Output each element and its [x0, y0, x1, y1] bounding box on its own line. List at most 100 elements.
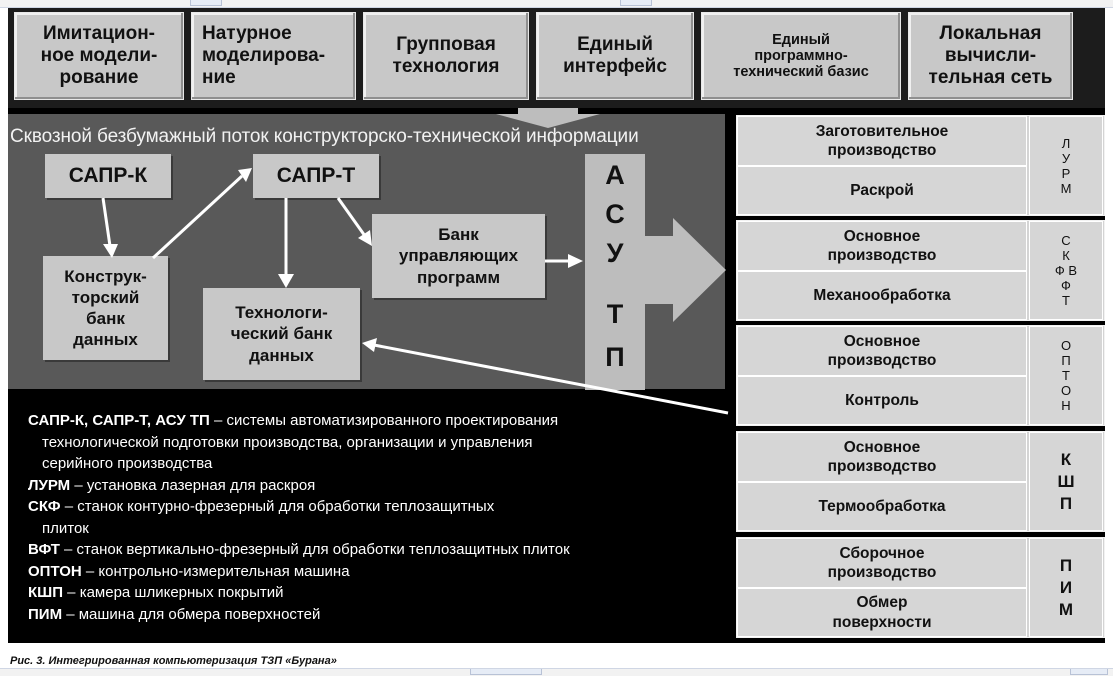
legend-row: ВФТ – станок вертикально-фрезерный для о…	[28, 539, 728, 561]
legend-term: ЛУРМ	[28, 476, 71, 494]
label-letter: Т	[1062, 293, 1070, 308]
production-group-heat-treatment: Основное производство Термообработка К Ш…	[736, 431, 1105, 532]
arrow-head	[358, 230, 372, 246]
arrow-design-bank-to-sapr-t	[151, 174, 244, 260]
toolbar-button[interactable]	[190, 0, 222, 6]
arrow-head	[362, 338, 377, 352]
production-stage: Основное производство	[737, 221, 1027, 271]
legend-desc: – контрольно-измерительная машина	[81, 562, 350, 580]
label-letter: У	[1061, 150, 1071, 166]
arrow-control-feedback-to-tech-bank	[373, 343, 729, 415]
equipment-label-pim: П И М	[1029, 538, 1103, 637]
label-letter: Ф	[1061, 278, 1071, 293]
legend-row: ПИМ – машина для обмера поверхностей	[28, 604, 728, 626]
control-programs-bank-box: Банк управляющих программ	[372, 214, 545, 298]
label-letter: П	[1059, 493, 1073, 513]
figure-caption: Рис. 3. Интегрированная компьютеризация …	[10, 655, 337, 667]
asu-letter: Т	[606, 299, 624, 329]
asu-letter: П	[605, 342, 625, 372]
diagram-panel: Имитацион- ное модели- рование Натурное …	[8, 8, 1105, 643]
legend-desc: серийного производства	[42, 455, 213, 472]
asu-letter: С	[605, 199, 625, 229]
production-stage: Сборочное производство	[737, 538, 1027, 588]
legend-desc: – камера шликерных покрытий	[63, 584, 284, 601]
sapr-k-box: САПР-К	[45, 154, 171, 198]
arrow-head	[568, 254, 583, 268]
arrow-sapr-t-to-program-bank	[336, 197, 367, 237]
arrow-head	[238, 168, 252, 182]
label-letter: П	[1061, 353, 1071, 368]
arrow-head	[103, 244, 118, 258]
legend-row: САПР-К, САПР-Т, АСУ ТП – системы автомат…	[28, 410, 728, 432]
equipment-label-skf-vft: С К Ф В Ф Т	[1029, 221, 1103, 320]
legend-term: СКФ	[28, 498, 61, 515]
sapr-t-box: САПР-Т	[253, 154, 379, 198]
label-letter: М	[1058, 599, 1074, 619]
legend-row: ОПТОН – контрольно-измерительная машина	[28, 561, 728, 583]
production-operation: Механообработка	[737, 271, 1027, 320]
label-letter: Ф В	[1054, 263, 1078, 278]
label-letter: О	[1060, 383, 1072, 398]
top-box-simulation: Имитацион- ное модели- рование	[14, 12, 184, 100]
production-group-assembly: Сборочное производство Обмер поверхности…	[736, 537, 1105, 638]
toolbar-button[interactable]	[620, 0, 652, 6]
top-box-unified-hardware-base: Единый программно- технический базис	[701, 12, 901, 100]
toolbar-button[interactable]	[1070, 669, 1108, 675]
arrow-sapr-k-to-design-bank	[101, 197, 112, 247]
asu-letter: А	[605, 160, 625, 190]
toolbar-button[interactable]	[470, 669, 542, 675]
legend-row: плиток	[28, 518, 728, 540]
legend-desc: – машина для обмера поверхностей	[62, 605, 321, 623]
legend-desc: – станок вертикально-фрезерный для обраб…	[59, 541, 570, 558]
legend-row: технологической подготовки производства,…	[28, 432, 728, 454]
production-stage: Основное производство	[737, 326, 1027, 376]
equipment-label-lurm: Л У Р М	[1029, 116, 1103, 215]
top-box-fullscale-modeling: Натурное моделирова- ние	[191, 12, 356, 100]
label-letter: К	[1062, 248, 1070, 263]
label-letter: Т	[1062, 368, 1070, 383]
production-group-control: Основное производство Контроль О П Т О Н	[736, 325, 1105, 426]
legend-desc: – станок контурно-фрезерный для обработк…	[60, 498, 495, 515]
asu-tp-column: А С У Т П	[585, 154, 645, 390]
top-box-group-technology: Групповая технология	[363, 12, 529, 100]
top-box-unified-interface: Единый интерфейс	[536, 12, 694, 100]
label-letter: О	[1060, 338, 1072, 353]
legend-term: ОПТОН	[28, 562, 82, 580]
legend-row: ЛУРМ – установка лазерная для раскроя	[28, 475, 728, 497]
top-box-local-network: Локальная вычисли- тельная сеть	[908, 12, 1073, 100]
top-technologies-bar: Имитацион- ное модели- рование Натурное …	[8, 8, 1105, 108]
label-letter: Н	[1061, 398, 1071, 413]
production-operation: Контроль	[737, 376, 1027, 425]
production-stage: Основное производство	[737, 432, 1027, 482]
production-stage: Заготовительное производство	[737, 116, 1027, 166]
legend-term: КШП	[28, 584, 64, 601]
label-letter: С	[1061, 233, 1071, 248]
legend-row: СКФ – станок контурно-фрезерный для обра…	[28, 496, 728, 518]
legend-desc: – установка лазерная для раскроя	[70, 476, 316, 494]
asu-letter: У	[606, 238, 624, 268]
label-letter: И	[1059, 577, 1073, 597]
production-group-blanking: Заготовительное производство Раскрой Л У…	[736, 115, 1105, 216]
legend-desc: плиток	[42, 519, 89, 537]
technology-data-bank-box: Технологи- ческий банк данных	[203, 288, 360, 380]
production-group-machining: Основное производство Механообработка С …	[736, 220, 1105, 321]
design-data-bank-box: Конструк- торский банк данных	[43, 256, 168, 360]
label-letter: П	[1059, 555, 1073, 575]
legend-row: КШП – камера шликерных покрытий	[28, 582, 728, 604]
legend-term: САПР-К, САПР-Т, АСУ ТП	[28, 412, 210, 429]
production-operation: Раскрой	[737, 166, 1027, 215]
legend-term: ПИМ	[28, 605, 63, 623]
legend: САПР-К, САПР-Т, АСУ ТП – системы автомат…	[28, 410, 728, 625]
label-letter: М	[1060, 180, 1072, 196]
flow-title: Сквозной безбумажный поток конструкторск…	[10, 126, 639, 147]
asu-output-arrow	[645, 218, 726, 322]
legend-row: серийного производства	[28, 453, 728, 475]
top-toolbar-strip	[0, 0, 1113, 8]
flow-arrows	[101, 108, 729, 415]
label-letter: Л	[1061, 135, 1071, 151]
label-letter: Ш	[1057, 471, 1075, 491]
equipment-label-kshp: К Ш П	[1029, 432, 1103, 531]
legend-desc: – системы автоматизированного проектиров…	[209, 412, 559, 429]
label-letter: Р	[1061, 165, 1071, 181]
production-operation: Термообработка	[737, 482, 1027, 531]
